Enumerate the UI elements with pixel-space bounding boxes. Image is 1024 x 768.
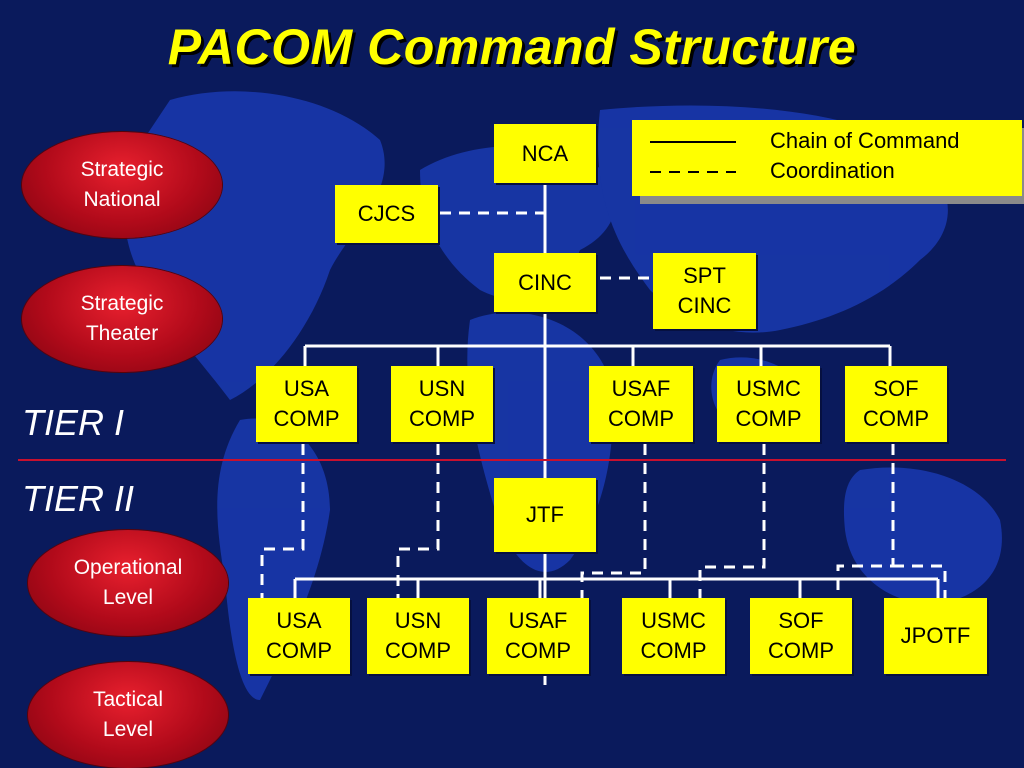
node-spt-cinc: SPT CINC	[653, 253, 756, 329]
node-cinc: CINC	[494, 253, 596, 312]
solid-line-sample	[650, 141, 736, 143]
level-strategic-theater: Strategic Theater	[22, 266, 222, 372]
legend: Chain of Command Coordination	[632, 120, 1022, 196]
tier-divider	[18, 459, 1006, 461]
tier2-usa-comp: USA COMP	[248, 598, 350, 674]
tier-two-label: TIER II	[22, 478, 135, 519]
level-tactical: Tactical Level	[28, 662, 228, 768]
legend-row-dashed: Coordination	[632, 156, 1022, 186]
page-title: PACOM Command Structure	[167, 19, 857, 75]
tier1-usmc-comp: USMC COMP	[717, 366, 820, 442]
legend-row-solid: Chain of Command	[632, 126, 1022, 156]
tier2-usaf-comp: USAF COMP	[487, 598, 589, 674]
node-nca: NCA	[494, 124, 596, 183]
legend-solid-label: Chain of Command	[770, 128, 960, 153]
tier1-sof-comp: SOF COMP	[845, 366, 947, 442]
tier-one-label: TIER I	[22, 402, 125, 443]
tier2-sof-comp: SOF COMP	[750, 598, 852, 674]
legend-dashed-label: Coordination	[770, 158, 895, 183]
tier1-usaf-comp: USAF COMP	[589, 366, 693, 442]
tier1-usa-comp: USA COMP	[256, 366, 357, 442]
tier2-usn-comp: USN COMP	[367, 598, 469, 674]
level-operational: Operational Level	[28, 530, 228, 636]
dashed-line-sample	[650, 171, 736, 173]
tier2-usmc-comp: USMC COMP	[622, 598, 725, 674]
node-jtf: JTF	[494, 478, 596, 552]
node-cjcs: CJCS	[335, 185, 438, 243]
level-strategic-national: Strategic National	[22, 132, 222, 238]
node-jpotf: JPOTF	[884, 598, 987, 674]
tier1-usn-comp: USN COMP	[391, 366, 493, 442]
